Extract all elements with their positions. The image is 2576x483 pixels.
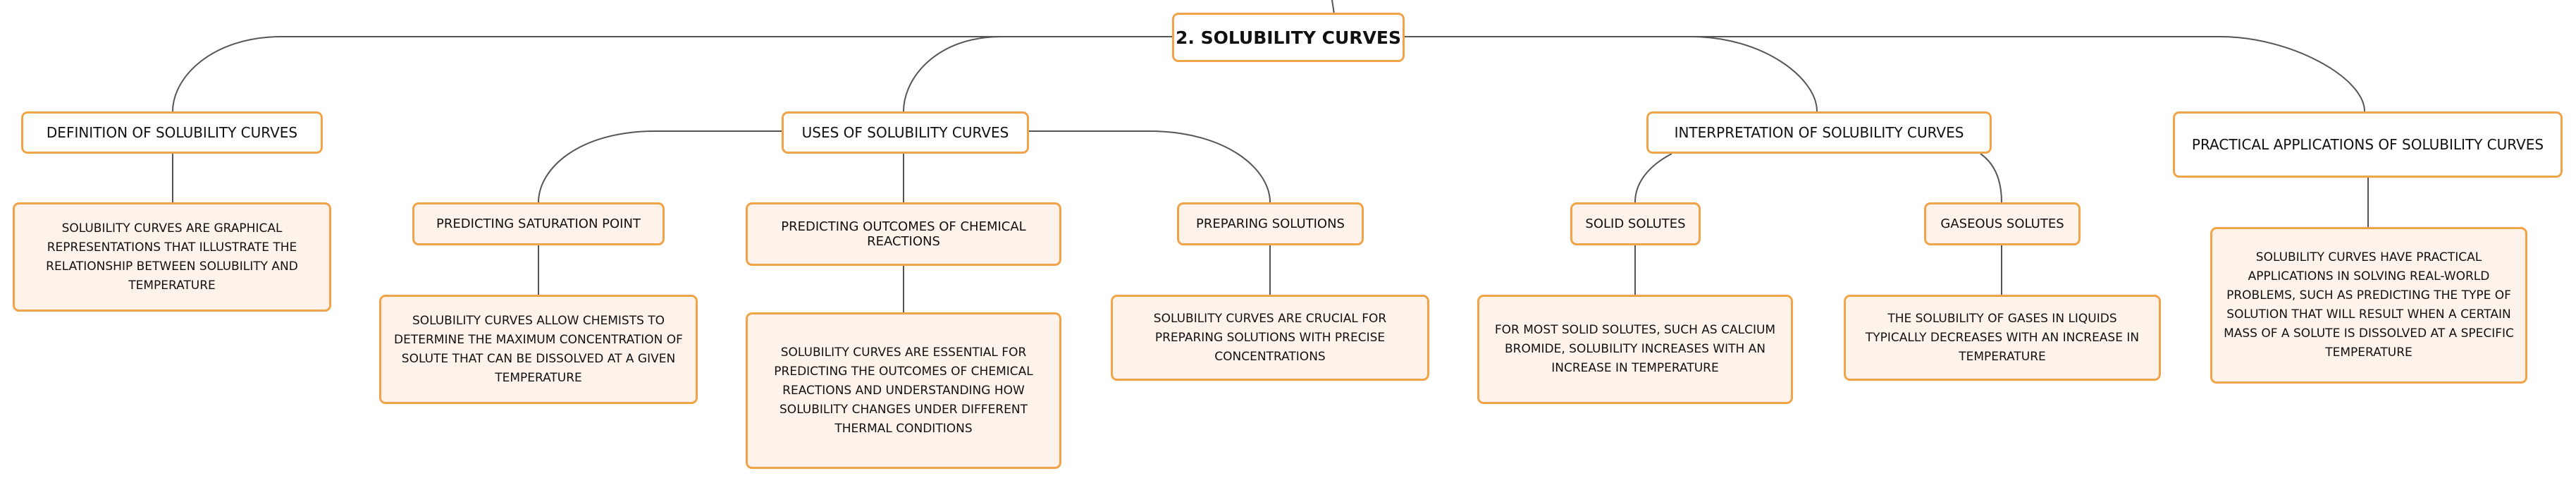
connector-root-definition: [172, 36, 1172, 112]
connector-root-interpretation: [1405, 36, 1818, 112]
connector-uses-saturation: [538, 130, 782, 203]
sub-preparing-solutions[interactable]: PREPARING SOLUTIONS: [1177, 202, 1364, 245]
detail-predicting-outcomes-text: SOLUBILITY CURVES ARE ESSENTIAL FOR PRED…: [774, 345, 1033, 436]
connector-root-applications: [1405, 36, 2365, 112]
branch-uses-label: USES OF SOLUBILITY CURVES: [801, 124, 1009, 141]
branch-interpretation[interactable]: INTERPRETATION OF SOLUBILITY CURVES: [1646, 111, 1992, 154]
connector-uses-preparing: [1029, 130, 1271, 203]
detail-predicting-saturation-text: SOLUBILITY CURVES ALLOW CHEMISTS TO DETE…: [394, 313, 683, 385]
detail-solid-solutes-text: FOR MOST SOLID SOLUTES, SUCH AS CALCIUM …: [1494, 323, 1776, 375]
sub-predicting-saturation-label: PREDICTING SATURATION POINT: [436, 216, 641, 231]
detail-applications-text: SOLUBILITY CURVES HAVE PRACTICAL APPLICA…: [2224, 250, 2514, 360]
root-node[interactable]: 2. SOLUBILITY CURVES: [1172, 13, 1405, 62]
detail-predicting-saturation[interactable]: SOLUBILITY CURVES ALLOW CHEMISTS TO DETE…: [379, 295, 698, 404]
detail-definition[interactable]: SOLUBILITY CURVES ARE GRAPHICAL REPRESEN…: [13, 202, 331, 312]
branch-uses[interactable]: USES OF SOLUBILITY CURVES: [782, 111, 1029, 154]
detail-definition-text: SOLUBILITY CURVES ARE GRAPHICAL REPRESEN…: [46, 221, 298, 293]
connector-interp-gaseous: [1980, 153, 2002, 203]
branch-applications[interactable]: PRACTICAL APPLICATIONS OF SOLUBILITY CUR…: [2173, 111, 2563, 178]
detail-preparing-solutions-text: SOLUBILITY CURVES ARE CRUCIAL FOR PREPAR…: [1153, 311, 1387, 364]
branch-definition-label: DEFINITION OF SOLUBILITY CURVES: [46, 124, 298, 141]
detail-preparing-solutions[interactable]: SOLUBILITY CURVES ARE CRUCIAL FOR PREPAR…: [1111, 295, 1429, 381]
branch-interpretation-label: INTERPRETATION OF SOLUBILITY CURVES: [1674, 124, 1964, 141]
branch-definition[interactable]: DEFINITION OF SOLUBILITY CURVES: [21, 111, 323, 154]
connector-root-stub: [1331, 0, 1335, 15]
sub-solid-solutes[interactable]: SOLID SOLUTES: [1570, 202, 1701, 245]
sub-gaseous-solutes[interactable]: GASEOUS SOLUTES: [1924, 202, 2081, 245]
detail-predicting-outcomes[interactable]: SOLUBILITY CURVES ARE ESSENTIAL FOR PRED…: [746, 312, 1061, 469]
detail-gaseous-solutes-text: THE SOLUBILITY OF GASES IN LIQUIDS TYPIC…: [1865, 311, 2140, 364]
sub-gaseous-solutes-label: GASEOUS SOLUTES: [1940, 216, 2064, 231]
root-title: 2. SOLUBILITY CURVES: [1176, 27, 1401, 48]
sub-predicting-saturation[interactable]: PREDICTING SATURATION POINT: [412, 202, 665, 245]
sub-predicting-outcomes-label: PREDICTING OUTCOMES OF CHEMICAL REACTION…: [781, 219, 1026, 249]
sub-preparing-solutions-label: PREPARING SOLUTIONS: [1196, 216, 1345, 231]
connector-interp-solid: [1634, 153, 1672, 203]
sub-solid-solutes-label: SOLID SOLUTES: [1585, 216, 1686, 231]
branch-applications-label: PRACTICAL APPLICATIONS OF SOLUBILITY CUR…: [2191, 136, 2544, 153]
detail-solid-solutes[interactable]: FOR MOST SOLID SOLUTES, SUCH AS CALCIUM …: [1477, 295, 1793, 404]
detail-gaseous-solutes[interactable]: THE SOLUBILITY OF GASES IN LIQUIDS TYPIC…: [1844, 295, 2161, 381]
detail-applications[interactable]: SOLUBILITY CURVES HAVE PRACTICAL APPLICA…: [2210, 227, 2527, 384]
connector-root-uses: [903, 36, 1172, 112]
sub-predicting-outcomes[interactable]: PREDICTING OUTCOMES OF CHEMICAL REACTION…: [746, 202, 1061, 266]
